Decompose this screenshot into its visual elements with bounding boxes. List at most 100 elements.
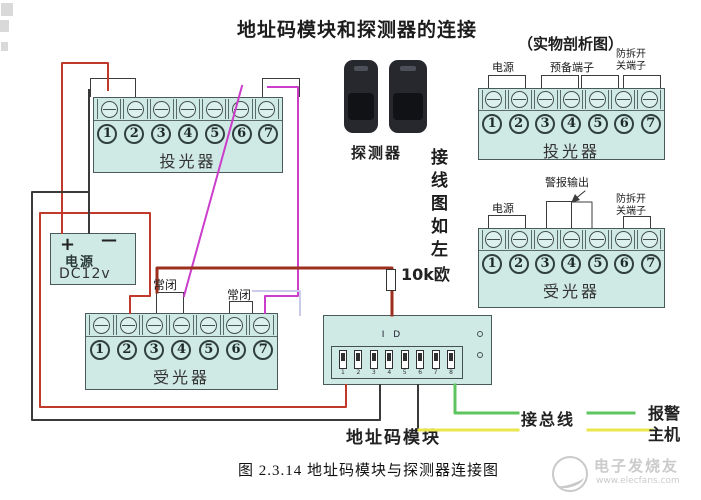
terminal-number: 7 [640,253,661,274]
screw-icon [92,316,110,334]
screw-icon [232,100,250,118]
alarm-output-arrow-line [573,190,586,201]
terminal-number: 2 [116,339,137,360]
alarm-output-step-line [571,201,593,229]
page-title: 地址码模块和探测器的连接 [237,19,478,41]
terminal-number: 3 [535,253,556,274]
terminal-bracket [262,78,300,97]
screw-icon [588,231,606,248]
screw-terminal [637,230,662,249]
normally-closed-label: 常闭 [227,288,252,302]
screw-terminal [482,90,506,109]
terminal-bracket [623,216,651,228]
terminal-number: 4 [561,113,582,134]
terminal-bracket [90,78,136,97]
screw-icon [100,100,118,118]
dip-switch-number: 4 [387,369,392,376]
screw-terminal [97,99,122,119]
terminal-number: 5 [587,113,608,134]
dip-switch-slider [447,350,455,369]
wiring-note-vertical: 接线图如左 [427,148,447,263]
screw-icon [253,316,271,334]
alarm-output-arrowhead [571,194,580,203]
terminal-number: 3 [151,123,172,144]
screw-terminal-row [479,229,664,251]
terminal-number: 2 [508,113,529,134]
terminal-number: 1 [97,123,118,144]
watermark-logo-icon [552,456,588,492]
minus-terminal-label: — [101,230,117,249]
terminal-number: 6 [226,339,247,360]
screw-terminal [533,230,558,249]
detector-label: 探测器 [351,144,403,162]
address-code-module: I D 1 2 3 4 [323,315,492,385]
screw-terminal [123,99,148,119]
terminal-number: 7 [258,123,279,144]
alarm-host-label-line2: 主机 [648,425,681,444]
dip-switch-number: 7 [433,369,438,376]
dip-switch-slider [385,350,394,369]
terminal-number: 4 [561,253,582,274]
terminal-number: 6 [614,113,635,134]
block-label: 受光器 [152,368,210,387]
terminal-number: 7 [640,113,661,134]
screw-icon [640,231,658,248]
screw-icon [485,231,503,248]
dip-switch: 1 [338,350,347,376]
terminal-number: 1 [482,253,503,274]
power-annotation: 电源 [492,202,514,215]
terminal-bracket [541,75,579,88]
dip-switch: 8 [447,350,456,376]
dip-switch-number: 3 [371,369,376,376]
dip-switch-slider [431,350,440,369]
tamper-line2: 关端子 [616,206,646,217]
terminal-bracket [581,75,619,88]
alarm-output-annotation: 警报输出 [545,176,589,189]
dip-switch-number: 2 [356,369,361,376]
corner-mark [1,42,8,51]
dip-switch: 5 [400,350,409,376]
screw-terminal [611,90,636,109]
screw-terminal [115,315,141,335]
tamper-switch-annotation: 防拆开 关端子 [616,194,646,218]
screw-terminal [195,315,221,335]
screw-icon [199,316,217,334]
terminal-bracket [156,292,184,313]
block-label: 投光器 [542,142,600,161]
block-label: 投光器 [159,152,217,171]
dip-switch-number: 8 [449,369,453,376]
screw-icon [511,231,529,248]
power-supply-box: + — 电源 DC12v [50,230,136,285]
terminal-number: 6 [614,253,635,274]
screw-icon [205,100,223,118]
screw-terminal [611,230,636,249]
screw-terminal [507,90,532,109]
corner-mark [1,3,13,16]
screw-icon [485,91,503,108]
dip-switch: 2 [354,350,363,376]
screw-terminal-row [479,89,664,111]
screw-icon [179,100,197,118]
screw-icon [563,91,580,108]
terminal-number: 6 [231,123,252,144]
terminal-number: 3 [535,113,556,134]
watermark-url: www.elecfans.com [596,476,680,486]
dip-switch-slider [416,350,425,369]
right-panel-title: （实物剖析图） [518,35,624,53]
screw-terminal [249,315,275,335]
address-module-label: 地址码模块 [346,428,441,448]
terminal-number: 5 [587,253,608,274]
figure-caption: 图 2.3.14 地址码模块与探测器连接图 [238,463,500,479]
detector-device [389,60,427,133]
screw-icon [614,91,632,108]
screw-icon [640,91,658,108]
screw-terminal [585,230,610,249]
tamper-line1: 防拆开 [616,194,646,205]
dip-switch: 3 [369,350,378,376]
screw-icon [614,231,632,248]
dip-switch-slider [354,350,363,369]
screw-icon [537,231,555,248]
